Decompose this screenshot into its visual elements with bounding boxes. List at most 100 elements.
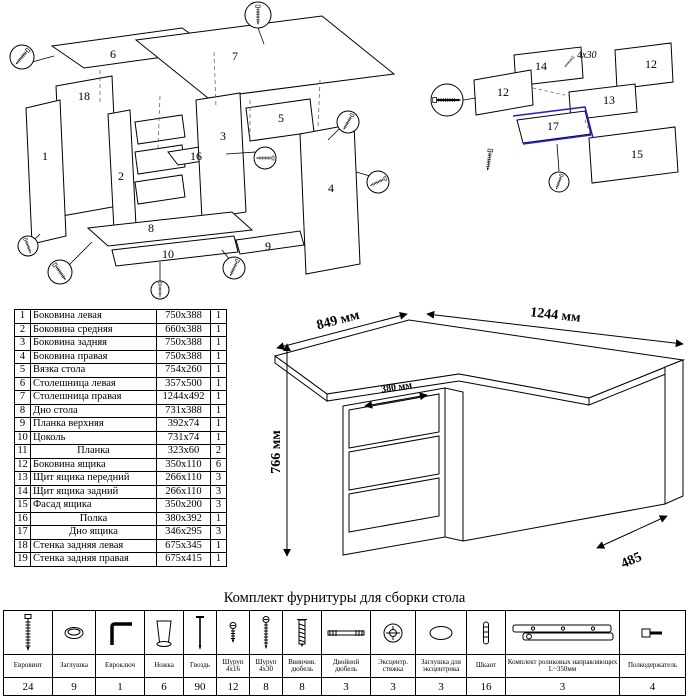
dim-drawer-width: 380 мм — [380, 380, 413, 396]
dim-left-depth: 849 мм — [315, 308, 361, 334]
drawer-front-2 — [348, 435, 440, 491]
part-size: 750x388 — [156, 309, 211, 324]
drawer-panels — [473, 42, 679, 184]
part-name: Щит ящика задний — [30, 484, 157, 499]
part-num: 19 — [14, 552, 31, 567]
hardware-item-name: Полкодержатель — [620, 655, 685, 678]
part-number-label: 5 — [278, 111, 284, 125]
part-num: 6 — [14, 376, 31, 391]
part-name: Полка — [30, 511, 157, 526]
panel-top-right — [134, 15, 396, 99]
part-name: Боковина ящика — [30, 457, 157, 472]
part-num: 8 — [14, 403, 31, 418]
threaded-dowel-icon — [283, 611, 321, 655]
part-size: 350x200 — [156, 498, 211, 513]
panel-side-back — [195, 92, 247, 220]
screw-small-icon — [217, 611, 249, 655]
part-qty: 1 — [210, 390, 227, 405]
part-qty: 2 — [210, 444, 227, 459]
drawer-guide-lines — [532, 87, 592, 137]
part-size: 731x388 — [156, 403, 211, 418]
part-name: Боковина задняя — [30, 336, 157, 351]
part-qty: 1 — [210, 309, 227, 324]
drawer-side-right — [614, 42, 674, 90]
part-size: 750x388 — [156, 336, 211, 351]
drawer-box-3 — [134, 174, 186, 205]
part-size: 675x345 — [156, 538, 211, 553]
part-number-label: 7 — [232, 49, 238, 63]
desk-right-side-panel — [664, 359, 684, 505]
part-number-label: 6 — [110, 47, 116, 61]
part-qty: 1 — [210, 349, 227, 364]
drawer-box-1 — [134, 114, 186, 145]
part-size: 323x60 — [156, 444, 211, 459]
hardware-item-qty: 1 — [117, 680, 123, 693]
hardware-item-name: Евровинт — [4, 655, 52, 678]
part-number-label: 16 — [190, 149, 202, 163]
part-num: 14 — [14, 484, 31, 499]
hardware-item-name: Ввинчив. дюбель — [283, 655, 321, 678]
part-num: 17 — [14, 525, 31, 540]
hardware-item-name: Гвоздь — [184, 655, 216, 678]
hardware-item-qty: 6 — [161, 680, 167, 693]
part-qty: 1 — [210, 336, 227, 351]
assembly-guide-lines — [99, 51, 321, 149]
part-name: Столешница правая — [30, 390, 157, 405]
hardware-item-qty: 9 — [71, 680, 77, 693]
part-number-label: 17 — [547, 119, 559, 133]
part-number-label: 8 — [148, 221, 154, 235]
part-size: 750x388 — [156, 349, 211, 364]
hardware-item-name: Шуруп 4x30 — [250, 655, 282, 678]
panel-side-left — [25, 99, 67, 245]
part-num: 2 — [14, 322, 31, 337]
part-number-label: 9 — [265, 239, 271, 253]
part-qty: 1 — [210, 417, 227, 432]
part-num: 3 — [14, 336, 31, 351]
part-size: 660x388 — [156, 322, 211, 337]
part-size: 357x500 — [156, 376, 211, 391]
callout-leader-lines — [31, 27, 371, 282]
dimension-labels: 849 мм 1244 мм 766 мм 380 мм 485 — [269, 305, 644, 572]
part-number-label: 14 — [535, 59, 547, 73]
part-num: 15 — [14, 498, 31, 513]
part-name: Боковина правая — [30, 349, 157, 364]
part-qty: 6 — [210, 457, 227, 472]
screw-long-icon — [250, 611, 282, 655]
hardware-item-name: Эксцентр. стяжка — [371, 655, 415, 678]
hardware-item-nail: Гвоздь 90 — [184, 611, 217, 695]
part-size: 754x260 — [156, 363, 211, 378]
hardware-item-qty: 90 — [194, 680, 206, 693]
part-num: 13 — [14, 471, 31, 486]
shelf-pin-icon — [620, 611, 685, 655]
hardware-item-name: Ножка — [145, 655, 183, 678]
part-qty: 1 — [210, 511, 227, 526]
hardware-item-name: Шуруп 4x16 — [217, 655, 249, 678]
part-number-label: 2 — [118, 169, 124, 183]
part-num: 5 — [14, 363, 31, 378]
hardware-item-name: Двойной дюбель — [322, 655, 370, 678]
hardware-kit-title: Комплект фурнитуры для сборки стола — [223, 590, 466, 606]
leg-icon — [145, 611, 183, 655]
part-name: Стенка задняя левая — [30, 538, 157, 553]
